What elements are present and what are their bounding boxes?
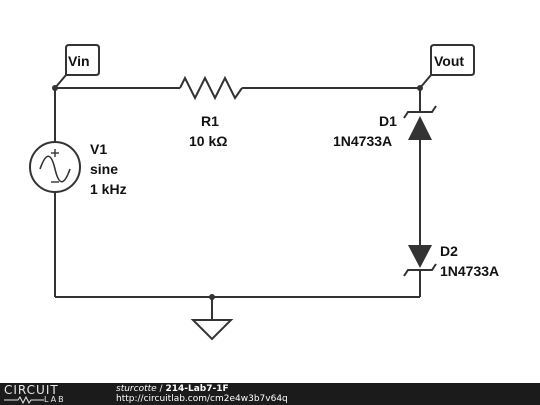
source-v1-frequency: 1 kHz bbox=[90, 181, 127, 197]
node-tag-vin[interactable]: Vin bbox=[54, 44, 100, 89]
resistor-r1-name: R1 bbox=[201, 113, 219, 129]
logo-text-bottom: LAB bbox=[44, 395, 66, 404]
credit-line: sturcotte / 214-Lab7-1F bbox=[116, 384, 229, 394]
circuitlab-logo[interactable]: CIRCUIT LAB bbox=[4, 384, 100, 404]
resistor-r1-value: 10 kΩ bbox=[189, 133, 227, 149]
logo-resistor-icon bbox=[4, 396, 44, 404]
diode-d2-part: 1N4733A bbox=[440, 263, 499, 279]
ground-icon bbox=[190, 319, 234, 341]
node-tag-vout[interactable]: Vout bbox=[419, 44, 475, 89]
circuit-url[interactable]: http://circuitlab.com/cm2e4w3b7v64q bbox=[116, 394, 288, 404]
wires bbox=[54, 87, 421, 320]
source-v1-type: sine bbox=[90, 161, 118, 177]
schematic-canvas: R1 10 kΩ V1 sine 1 kHz D1 1N4733A D2 1N4… bbox=[29, 44, 499, 341]
author-name[interactable]: sturcotte bbox=[116, 384, 157, 394]
diode-d1-part: 1N4733A bbox=[333, 133, 392, 149]
source-v1-name: V1 bbox=[90, 141, 107, 157]
diode-d2-symbol bbox=[403, 245, 437, 277]
diode-d2-name: D2 bbox=[440, 243, 458, 259]
node-tag-vin-label: Vin bbox=[68, 53, 90, 69]
footer-bar: CIRCUIT LAB sturcotte / 214-Lab7-1F http… bbox=[0, 383, 540, 405]
junction-ground bbox=[209, 294, 215, 300]
logo-text-top: CIRCUIT bbox=[4, 383, 59, 397]
resistor-r1-symbol bbox=[179, 75, 243, 101]
source-v1-symbol bbox=[29, 141, 81, 193]
circuit-title[interactable]: 214-Lab7-1F bbox=[165, 384, 229, 394]
diode-d1-name: D1 bbox=[379, 113, 397, 129]
diode-d1-symbol bbox=[403, 105, 437, 140]
credit-separator: / bbox=[156, 384, 166, 394]
node-tag-vout-label: Vout bbox=[434, 53, 464, 69]
